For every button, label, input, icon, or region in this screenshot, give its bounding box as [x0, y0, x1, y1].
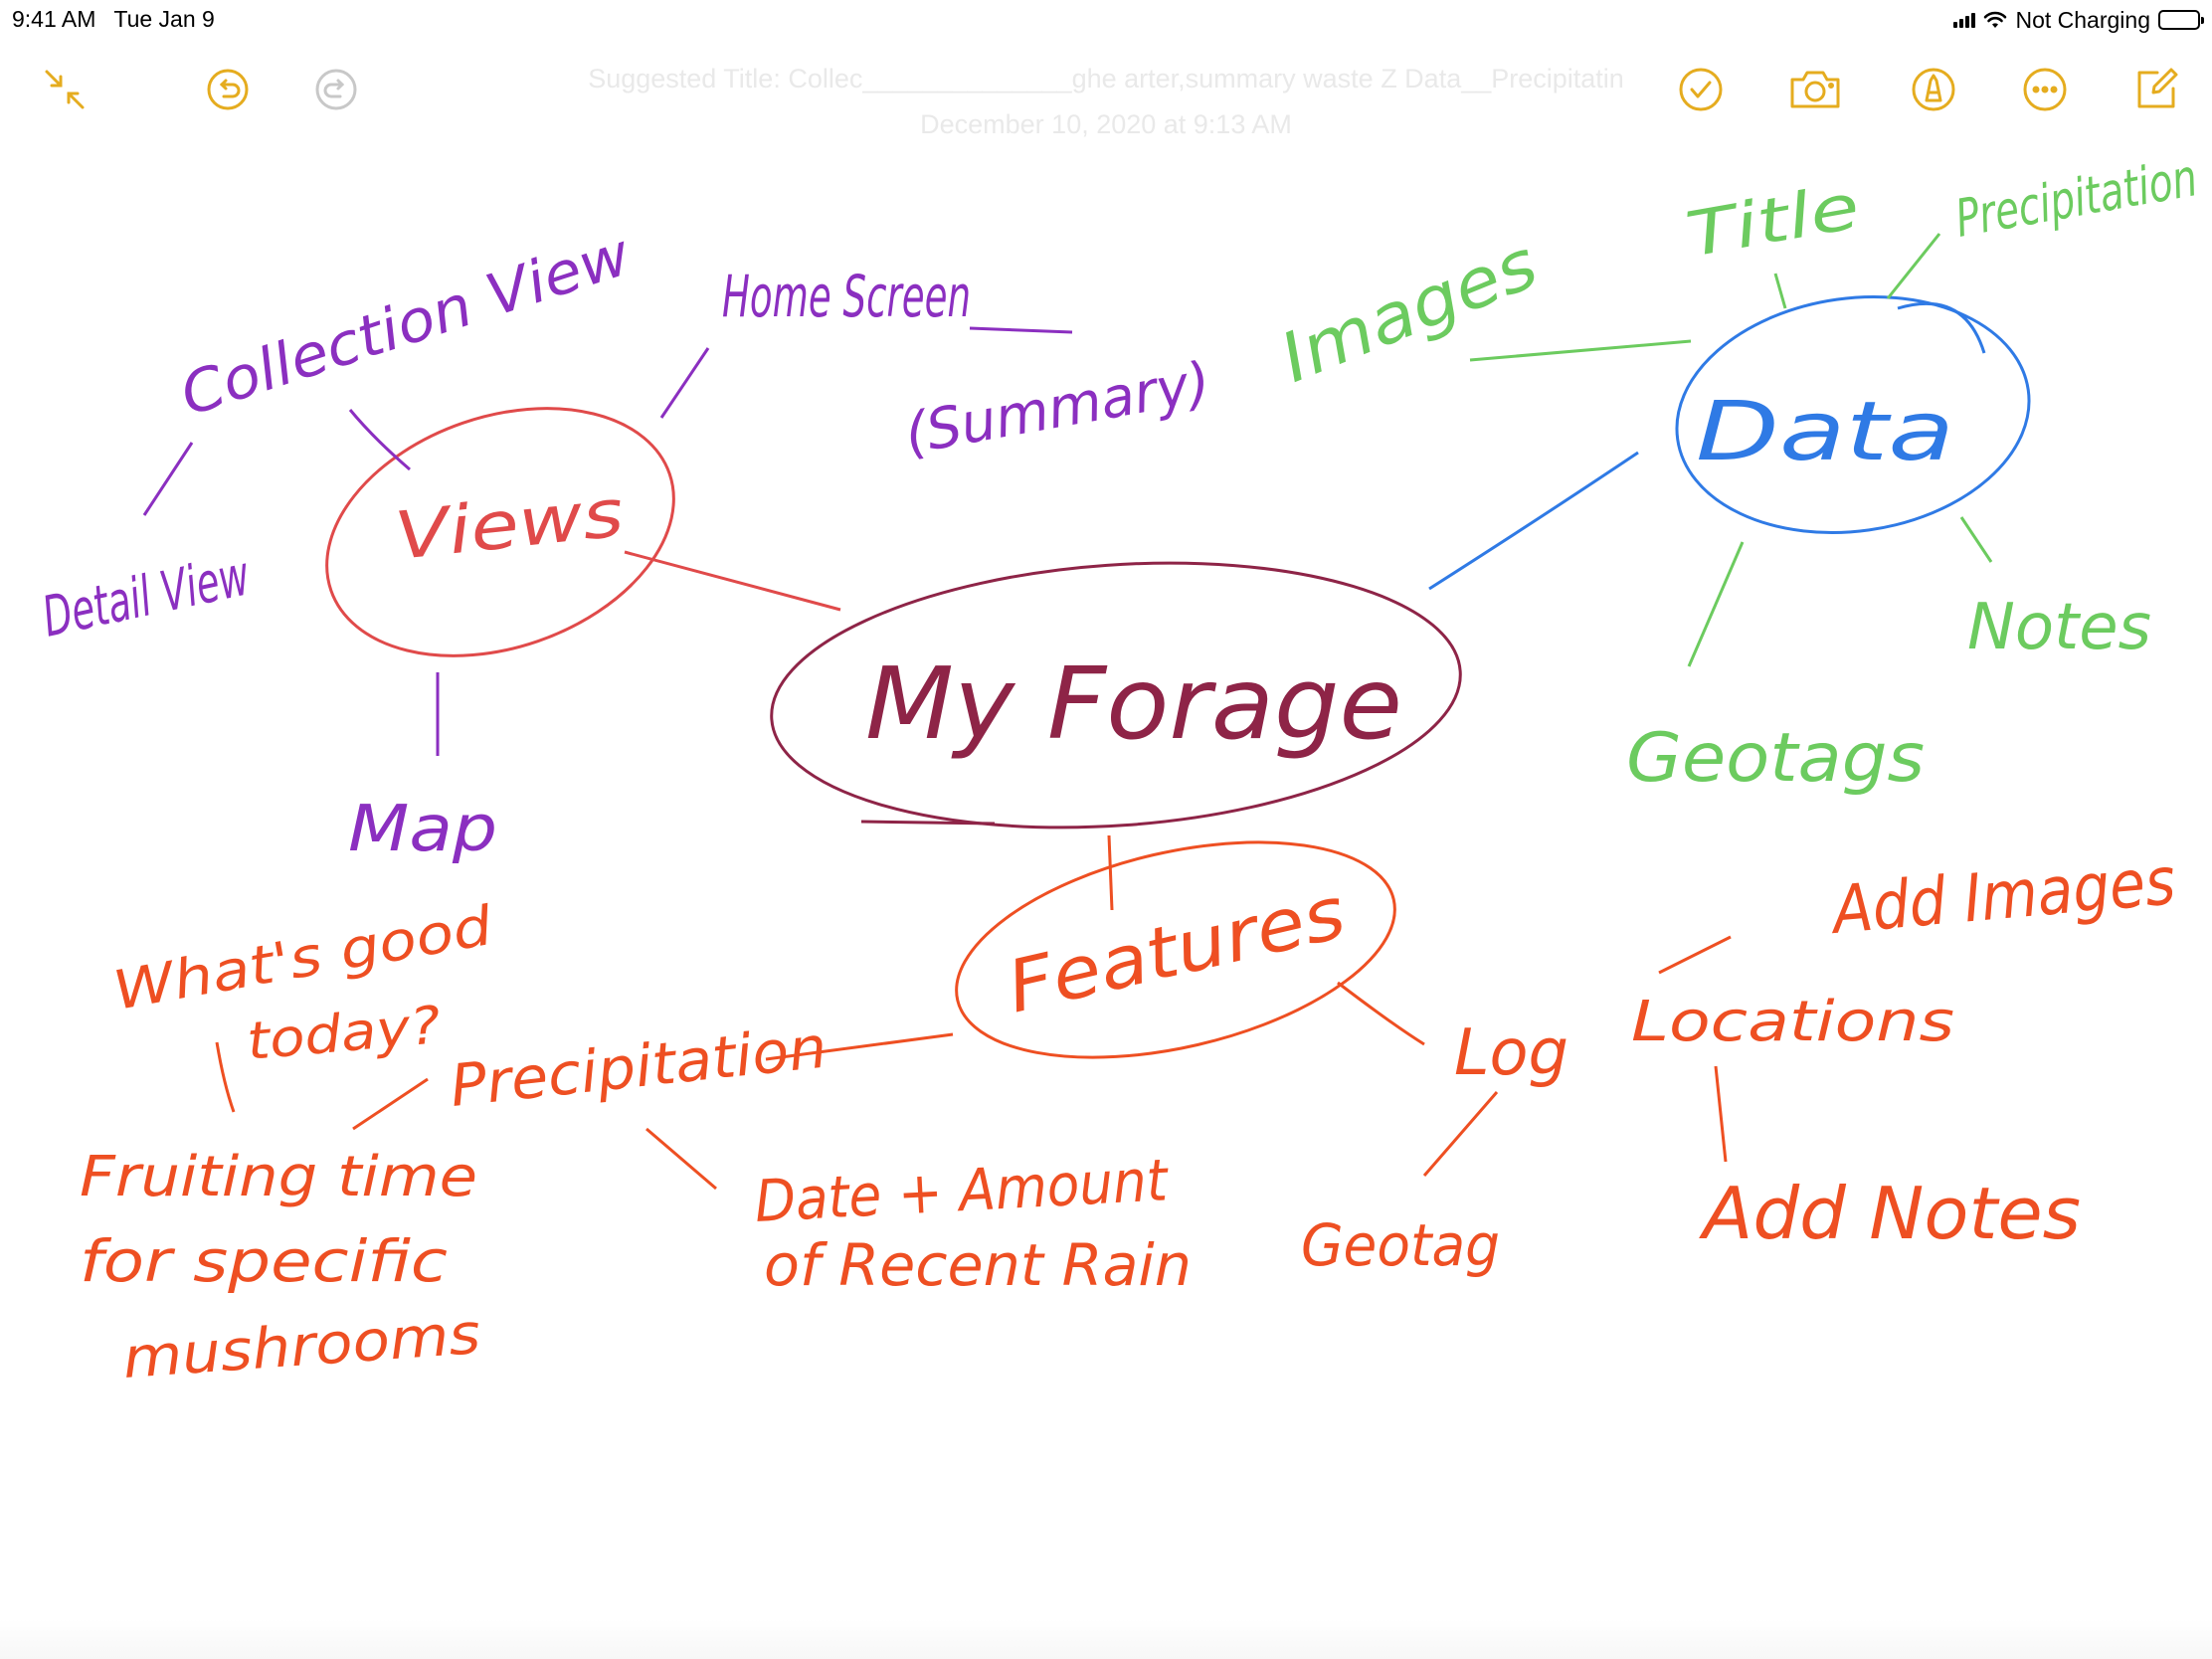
undo-button[interactable]	[200, 62, 256, 117]
features-child-log: Log	[1454, 1016, 1568, 1090]
connector-home-underline	[969, 326, 1073, 334]
date-label: Tue Jan 9	[113, 6, 215, 32]
cellular-signal-icon	[1953, 12, 1976, 28]
note-date: December 10, 2020 at 9:13 AM	[920, 109, 1292, 139]
camera-icon	[1790, 71, 1840, 108]
features-child-good: What's good	[108, 894, 497, 1022]
data-node-swirl	[1897, 301, 1986, 354]
collapse-button[interactable]	[37, 62, 92, 117]
connector-views-detail	[142, 442, 194, 516]
connector-locations-images	[1658, 935, 1732, 975]
features-child-geotag: Geotag	[1301, 1211, 1500, 1279]
compose-button[interactable]	[2128, 62, 2184, 117]
undo-icon	[207, 69, 249, 110]
features-child-recent-rain: of Recent Rain	[764, 1231, 1192, 1299]
center-node-tail	[860, 820, 996, 826]
connector-precip-fruiting	[352, 1077, 429, 1131]
features-child-today: today?	[245, 996, 443, 1072]
data-node-label: Data	[1696, 385, 1954, 479]
connector-locations-notes	[1714, 1065, 1728, 1163]
connector-data-center	[1428, 451, 1639, 591]
connector-log-geotag	[1422, 1091, 1499, 1177]
views-node-outline	[325, 407, 675, 657]
connector-features-log	[1337, 981, 1425, 1046]
connector-data-precip	[1886, 233, 1941, 299]
connector-views-center	[624, 550, 841, 612]
features-child-add-images: Add Images	[1826, 842, 2178, 949]
more-button[interactable]	[2017, 62, 2073, 117]
status-indicators: Not Charging	[1953, 5, 2204, 35]
status-time: 9:41 AM Tue Jan 9	[12, 6, 215, 33]
features-child-add-notes: Add Notes	[1699, 1172, 2081, 1255]
center-node-outline	[770, 561, 1462, 830]
data-child-notes: Notes	[1967, 591, 2151, 664]
redo-icon	[315, 69, 357, 110]
center-node-label: My Forage	[865, 645, 1402, 762]
features-child-precipitation: Precipitation	[447, 1014, 830, 1120]
connector-data-notes	[1959, 516, 1993, 563]
ellipsis-circle-icon	[2023, 68, 2067, 111]
note-title: Suggested Title: Collec______________ghe…	[588, 64, 1624, 93]
connector-precip-date	[645, 1127, 717, 1191]
views-child-map: Map	[348, 793, 497, 866]
features-node-label: Features	[1000, 870, 1353, 1028]
views-child-home: Home Screen	[722, 263, 971, 330]
connector-data-title	[1773, 273, 1787, 309]
views-child-summary: (Summary)	[900, 350, 1215, 467]
features-node-outline	[955, 840, 1396, 1059]
connector-features-center	[1107, 834, 1114, 911]
connector-data-geotags	[1687, 541, 1745, 667]
camera-button[interactable]	[1787, 62, 1843, 117]
data-child-title: Title	[1681, 169, 1865, 271]
battery-icon	[2158, 10, 2204, 30]
center-node: My Forage	[770, 561, 1462, 830]
features-child-specific: for specific	[80, 1227, 448, 1295]
features-child-locations: Locations	[1631, 990, 1954, 1054]
markup-button[interactable]	[1906, 62, 1961, 117]
battery-status-text: Not Charging	[2015, 6, 2150, 33]
compose-icon	[2137, 68, 2178, 108]
status-bar: 9:41 AM Tue Jan 9 Not Charging	[0, 0, 2212, 44]
wifi-icon	[1984, 11, 2007, 28]
pen-circle-icon	[1912, 68, 1955, 111]
checklist-button[interactable]	[1673, 62, 1729, 117]
bottom-fade	[0, 1619, 2212, 1659]
connector-views-collection	[348, 409, 411, 471]
connector-good-fruiting	[215, 1041, 236, 1113]
views-branch: Views Collection View Home Screen (Summa…	[37, 220, 1214, 866]
checkmark-circle-icon	[1679, 68, 1723, 111]
features-child-date-amount: Date + Amount	[753, 1146, 1171, 1235]
connector-features-precip	[765, 1032, 954, 1061]
features-child-fruiting: Fruiting time	[80, 1145, 477, 1209]
data-child-geotags: Geotags	[1626, 719, 1925, 798]
data-branch: Data Title Precipitation Images Notes Ge…	[1270, 148, 2202, 798]
features-branch: Features What's good today? Precipitatio…	[80, 834, 2178, 1391]
data-child-precipitation: Precipitation	[1951, 148, 2202, 250]
data-node-outline	[1675, 295, 2031, 534]
data-child-images: Images	[1270, 225, 1549, 398]
arrows-in-icon	[45, 70, 85, 109]
note-header: Suggested Title: Collec______________ghe…	[0, 56, 2212, 147]
views-child-collection: Collection View	[172, 220, 639, 429]
redo-button[interactable]	[308, 62, 364, 117]
connector-data-images	[1469, 339, 1692, 362]
views-child-detail: Detail View	[37, 543, 255, 649]
time-label: 9:41 AM	[12, 6, 96, 32]
views-node-label: Views	[392, 474, 628, 575]
connector-views-home	[659, 347, 710, 419]
features-child-mushrooms: mushrooms	[120, 1302, 482, 1391]
